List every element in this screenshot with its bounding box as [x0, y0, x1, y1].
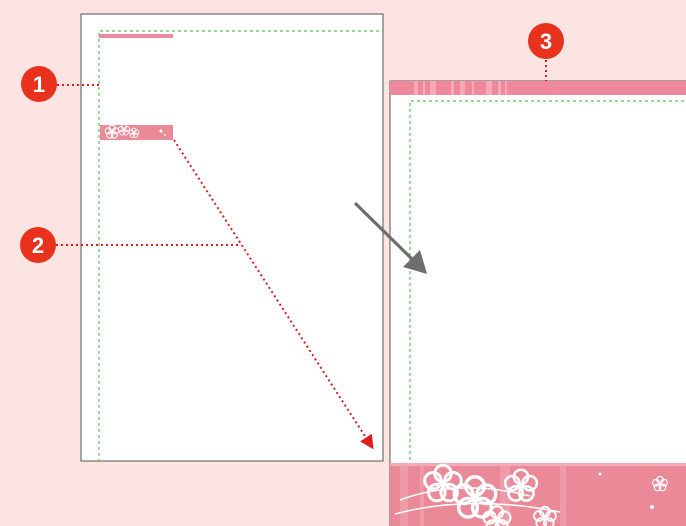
marker-3-label: 3 [540, 29, 552, 54]
marker-2-label: 2 [32, 233, 44, 258]
marker-1: 1 [21, 66, 57, 102]
left-flower-band [100, 124, 173, 140]
left-page [81, 14, 383, 462]
marker-2: 2 [20, 227, 56, 263]
marker-3: 3 [528, 23, 564, 59]
right-page [390, 81, 686, 526]
right-top-strip [390, 81, 686, 95]
right-flower-band [390, 463, 686, 526]
left-header-bar [99, 34, 173, 38]
marker-1-label: 1 [33, 72, 45, 97]
